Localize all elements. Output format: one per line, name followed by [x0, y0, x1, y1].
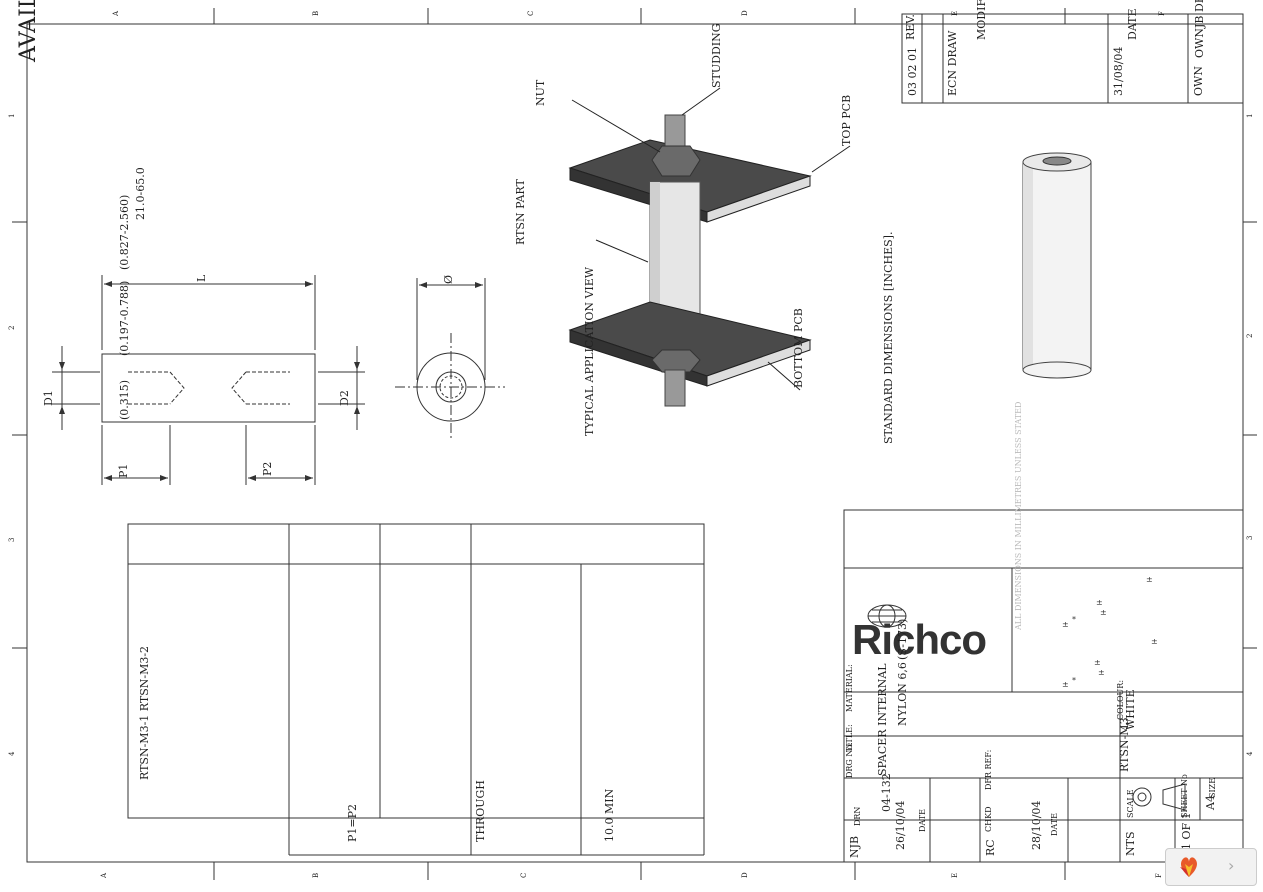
dim-range-2: (0.197-0.788) — [118, 280, 131, 356]
dim-od-label: Ø — [442, 274, 455, 284]
dim-d1-label: D1 — [42, 390, 55, 406]
dimensions-note: STANDARD DIMENSIONS [INCHES]. — [882, 231, 895, 444]
svg-text:*: * — [1072, 615, 1076, 624]
dfr-label: DFR REF: — [984, 749, 993, 790]
rev-ecn-text: ECN DRAW — [946, 30, 959, 96]
col-letter-bottom-f: F — [1155, 873, 1163, 878]
row-number-right-2: 2 — [1246, 333, 1254, 338]
scale-label: SCALE — [1126, 789, 1135, 818]
drg-label: DRG No: — [845, 742, 854, 778]
chkd-value: RC — [984, 839, 997, 856]
title-value: SPACER INTERNAL — [876, 663, 889, 776]
dim-l-label: L — [195, 274, 208, 282]
col-letter-top-d: D — [741, 10, 749, 16]
row-number-left-1: 1 — [8, 113, 16, 118]
brand-logo: Richco — [852, 616, 987, 663]
viewer-logo-icon — [1180, 857, 1197, 877]
row-number-right-1: 1 — [1246, 113, 1254, 118]
row-number-left-3: 3 — [8, 537, 16, 542]
svg-text:±: ± — [1100, 608, 1107, 617]
rev-modif-label: MODIF — [975, 0, 988, 40]
label-nut: NUT — [534, 79, 547, 106]
table-part-numbers: RTSN-M3-1 RTSN-M3-2 — [138, 645, 151, 780]
chkd-label: CHKD — [984, 806, 993, 833]
rev-date-label: DATE — [1126, 8, 1139, 40]
rev-label: REV. — [904, 14, 917, 40]
col-letter-top-b: B — [312, 10, 320, 16]
rev-drn-values: OWN — [1192, 66, 1205, 96]
col-letter-top-e: E — [951, 10, 959, 16]
label-top-pcb: TOP PCB — [840, 94, 853, 146]
watermark-text: AVAIL — [16, 0, 41, 62]
chkd-date-label: DATE — [1050, 813, 1059, 836]
material-label: MATERIAL: — [845, 664, 854, 712]
dim-range-3: (0.315) — [118, 379, 131, 420]
chevron-right-icon[interactable]: › — [1228, 856, 1235, 875]
svg-text:±: ± — [1062, 620, 1069, 629]
size-value: A4 — [1204, 795, 1217, 810]
drn-date: 26/10/04 — [894, 800, 907, 850]
svg-text:±: ± — [1151, 637, 1158, 646]
col-letter-bottom-d: D — [741, 872, 749, 878]
scale-value: NTS — [1124, 831, 1137, 857]
svg-text:*: * — [1072, 676, 1076, 685]
title-rs-value: (S-173) — [896, 618, 909, 660]
svg-text:±: ± — [1146, 575, 1153, 584]
rev-date-values: 31/08/04 — [1112, 46, 1125, 96]
drn-value: NJB — [848, 835, 861, 858]
faint-note: ALL DIMENSIONS IN MILLIMETRES UNLESS STA… — [1014, 401, 1023, 630]
col-letter-bottom-a: A — [100, 872, 108, 878]
drg-value: 04-132 — [880, 773, 893, 812]
col-letter-top-f: F — [1158, 11, 1166, 16]
col-letter-bottom-c: C — [520, 872, 528, 878]
col-letter-bottom-e: E — [951, 872, 959, 878]
dim-p1-label: P1 — [117, 463, 130, 478]
label-rtsn-part: RTSN PART — [514, 179, 527, 245]
table-min-text: 10.0 MIN — [603, 788, 616, 842]
label-typical-application-view: TYPICAL APPLICATION VIEW — [583, 266, 596, 436]
svg-text:±: ± — [1094, 658, 1101, 667]
row-number-right-3: 3 — [1246, 535, 1254, 540]
table-p-equal: P1=P2 — [346, 803, 359, 842]
rtsn-value: RTSN-M3 — [1118, 717, 1131, 772]
svg-text:±: ± — [1098, 668, 1105, 677]
sheet-value: 1 OF 1 — [1180, 812, 1193, 850]
svg-text:±: ± — [1062, 680, 1069, 689]
row-number-right-4: 4 — [1246, 751, 1254, 756]
col-letter-top-c: C — [527, 10, 535, 16]
table-through: THROUGH — [474, 780, 487, 842]
dim-p2-label: P2 — [261, 461, 274, 476]
dim-range-1b: 21.0-65.0 — [134, 167, 147, 220]
row-number-left-2: 2 — [8, 325, 16, 330]
col-letter-bottom-b: B — [312, 872, 320, 878]
dim-range-1: (0.827-2.560) — [118, 194, 131, 270]
material-value: NYLON 6,6 — [896, 662, 909, 726]
viewer-next-button[interactable]: › — [1165, 848, 1257, 886]
col-letter-top-a: A — [112, 10, 120, 16]
drn-label: DRN — [853, 806, 862, 826]
svg-text:±: ± — [1096, 598, 1103, 607]
drn-date-label: DATE — [918, 809, 927, 832]
row-number-left-4: 4 — [8, 751, 16, 756]
label-bottom-pcb: BOTTOM PCB — [792, 308, 805, 388]
label-studding: STUDDING — [710, 23, 723, 88]
dim-d2-label: D2 — [338, 390, 351, 406]
rev-values: 03 02 01 — [906, 47, 919, 96]
chkd-date: 28/10/04 — [1030, 800, 1043, 850]
rev-drn-label: OWNJB DRN — [1193, 0, 1206, 58]
